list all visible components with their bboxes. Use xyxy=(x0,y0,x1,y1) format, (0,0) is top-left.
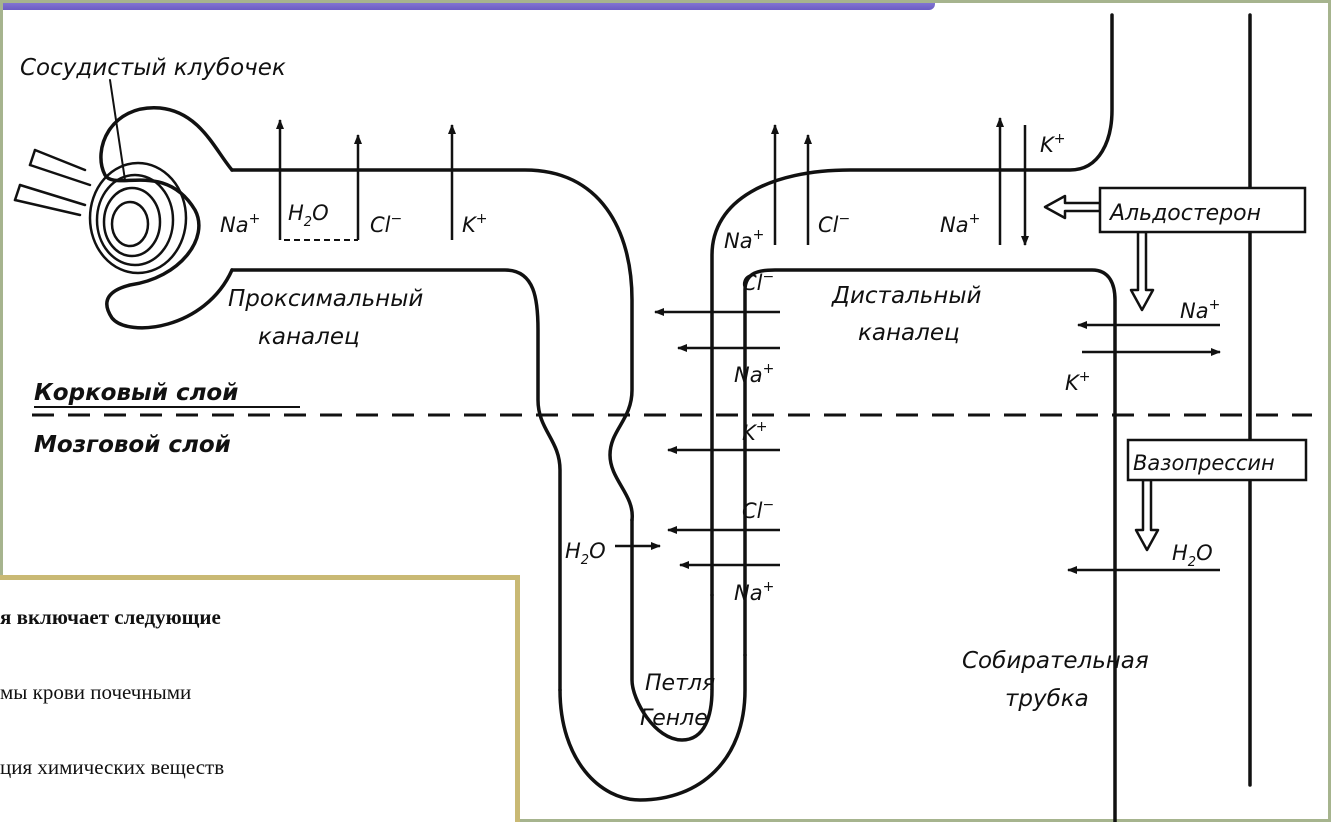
ion-na-1: Na+ xyxy=(220,211,260,237)
slide-text-line-3: ция химических веществ xyxy=(0,755,224,780)
ion-cl-3: Cl− xyxy=(742,269,774,295)
ion-h2o-2: H2O xyxy=(565,539,606,568)
loop-label-1: Петля xyxy=(645,671,715,696)
slide-text-line-2: мы крови почечными xyxy=(0,680,191,705)
vasopressin-label: Вазопрессин xyxy=(1133,451,1275,475)
bowman-capsule xyxy=(101,108,232,328)
loop-label-2: Генле xyxy=(640,706,708,731)
proximal-label-1: Проксимальный xyxy=(228,286,423,312)
distal-label-2: каналец xyxy=(858,320,960,346)
slide-text-box: я включает следующие мы крови почечными … xyxy=(0,575,520,822)
aldosterone-arrow xyxy=(1045,196,1100,218)
ion-k-2: K+ xyxy=(1040,131,1066,157)
cortex-label: Корковый слой xyxy=(34,380,238,406)
ion-na-4: Na+ xyxy=(734,361,774,387)
proximal-label-2: каналец xyxy=(258,324,360,350)
ion-k-3: K+ xyxy=(742,419,768,445)
ion-k-1: K+ xyxy=(462,211,488,237)
ion-na-6: Na+ xyxy=(1180,297,1220,323)
ion-na-2: Na+ xyxy=(724,227,764,253)
aldosterone-down-arrow xyxy=(1131,232,1153,310)
ion-na-5: Na+ xyxy=(734,579,774,605)
ion-h2o-3: H2O xyxy=(1172,541,1213,570)
collecting-label-2: трубка xyxy=(1005,686,1089,712)
ion-k-4: K+ xyxy=(1065,369,1091,395)
vasopressin-down-arrow xyxy=(1136,480,1158,550)
ion-cl-2: Cl− xyxy=(818,211,850,237)
medulla-label: Мозговой слой xyxy=(34,432,231,458)
ascending-limb-right xyxy=(745,270,1115,822)
ion-h2o-1: H2O xyxy=(288,201,329,230)
ion-cl-1: Cl− xyxy=(370,211,402,237)
ion-cl-4: Cl− xyxy=(742,497,774,523)
slide-text-line-1: я включает следующие xyxy=(0,605,221,630)
ion-na-3: Na+ xyxy=(940,211,980,237)
collecting-label-1: Собирательная xyxy=(962,648,1149,674)
glomerulus-loops xyxy=(15,150,186,273)
glomerulus-label: Сосудистый клубочек xyxy=(20,55,286,81)
aldosterone-label: Альдостерон xyxy=(1108,201,1261,226)
distal-label-1: Дистальный xyxy=(831,283,982,309)
